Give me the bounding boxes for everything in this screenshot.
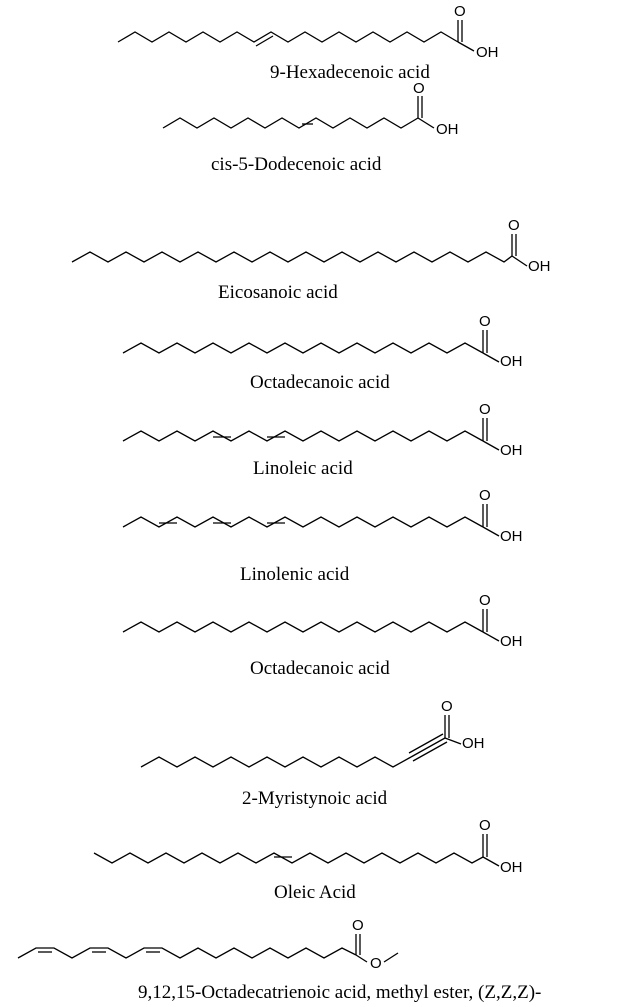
- carbon-chain: [162, 117, 419, 129]
- compound-name: cis-5-Dodecenoic acid: [211, 154, 382, 175]
- compound-name: Linoleic acid: [253, 458, 353, 479]
- carbon-chain: [122, 430, 484, 442]
- hydroxyl-bond: [511, 255, 528, 267]
- hydroxyl-bond: [482, 631, 500, 642]
- hydroxyl-bond: [482, 856, 500, 867]
- oxygen-label: O: [479, 817, 491, 834]
- hydroxyl-label: OH: [500, 528, 523, 545]
- hydroxyl-label: OH: [500, 353, 523, 370]
- structure-octadecanoic-2: O OH Octadecanoic acid: [122, 592, 523, 679]
- hydroxyl-bond: [457, 41, 475, 52]
- carbon-chain: [117, 31, 459, 43]
- hydroxyl-label: OH: [462, 735, 485, 752]
- hydroxyl-bond: [444, 737, 462, 745]
- triple-bond-main: [410, 737, 446, 758]
- ester-oxygen-label: O: [370, 955, 382, 972]
- carbon-chain: [140, 756, 412, 768]
- oxygen-label: O: [441, 698, 453, 715]
- oxygen-label: O: [479, 592, 491, 609]
- structure-eicosanoic: O OH Eicosanoic acid: [71, 217, 551, 303]
- oxygen-label: O: [454, 3, 466, 20]
- compound-name: Octadecanoic acid: [250, 658, 390, 679]
- oxygen-label: O: [479, 313, 491, 330]
- ester-oxygen-bond: [355, 954, 368, 963]
- oxygen-label: O: [508, 217, 520, 234]
- compound-name: 2-Myristynoic acid: [242, 788, 388, 809]
- compound-name: Octadecanoic acid: [250, 372, 390, 393]
- structure-linolenic: O OH Linolenic acid: [122, 487, 523, 585]
- structure-hexadecenoic: O OH 9-Hexadecenoic acid: [117, 3, 499, 83]
- oxygen-label: O: [352, 917, 364, 934]
- hydroxyl-label: OH: [476, 44, 499, 61]
- hydroxyl-bond: [482, 440, 500, 451]
- hydroxyl-label: OH: [500, 859, 523, 876]
- methyl-bond: [383, 952, 399, 963]
- carbon-chain: [17, 947, 357, 959]
- carbon-chain: [122, 516, 484, 528]
- oxygen-label: O: [479, 401, 491, 418]
- carbon-chain: [122, 342, 484, 354]
- carbon-chain: [122, 621, 484, 633]
- structure-myristynoic: O OH 2-Myristynoic acid: [140, 698, 485, 809]
- hydroxyl-bond: [482, 526, 500, 537]
- structure-linoleic: O OH Linoleic acid: [122, 401, 523, 479]
- hydroxyl-label: OH: [528, 258, 551, 275]
- hydroxyl-bond: [482, 352, 500, 363]
- triple-bond-upper: [408, 733, 444, 754]
- hydroxyl-label: OH: [500, 633, 523, 650]
- compound-name: Linolenic acid: [240, 564, 350, 585]
- structure-oleic: O OH Oleic Acid: [93, 817, 523, 903]
- oxygen-label: O: [413, 80, 425, 97]
- double-bond: [255, 35, 274, 47]
- structure-dodecenoic: O OH cis-5-Dodecenoic acid: [162, 80, 459, 175]
- carbon-chain: [71, 251, 513, 263]
- hydroxyl-label: OH: [500, 442, 523, 459]
- triple-bond-lower: [412, 741, 448, 762]
- compound-name: Oleic Acid: [274, 882, 356, 903]
- hydroxyl-label: OH: [436, 121, 459, 138]
- compound-name: 9-Hexadecenoic acid: [270, 62, 430, 83]
- structure-octadecanoic-1: O OH Octadecanoic acid: [122, 313, 523, 393]
- hydroxyl-bond: [417, 117, 435, 129]
- compound-name: Eicosanoic acid: [218, 282, 338, 303]
- oxygen-label: O: [479, 487, 491, 504]
- carbon-chain: [93, 852, 484, 864]
- structure-methyl-linolenate: O O 9,12,15-Octadecatrienoic acid, methy…: [17, 917, 541, 1003]
- compound-name: 9,12,15-Octadecatrienoic acid, methyl es…: [138, 982, 541, 1003]
